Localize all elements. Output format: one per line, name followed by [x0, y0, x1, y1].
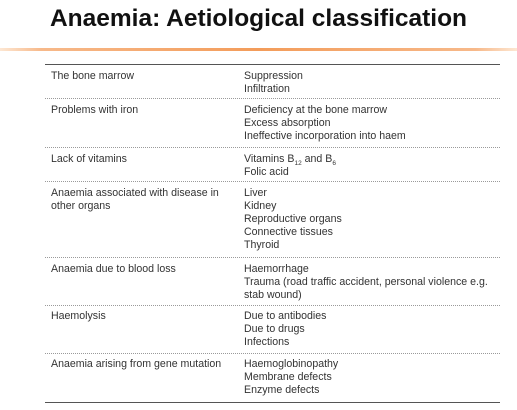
table-row: Lack of vitamins Vitamins B12 and B6 Fol… [45, 148, 500, 182]
cause-text: Infiltration [244, 83, 290, 95]
table-row: Anaemia arising from gene mutation Haemo… [45, 354, 500, 402]
category-text: Lack of vitamins [51, 153, 127, 165]
title-divider [0, 48, 517, 51]
category-text: The bone marrow [51, 70, 135, 82]
table-row: Problems with iron Deficiency at the bon… [45, 99, 500, 148]
table-row: The bone marrow Suppression Infiltration [45, 65, 500, 99]
cause-text: Due to antibodies [244, 310, 327, 322]
category-cell: Anaemia arising from gene mutation [45, 358, 244, 402]
vitamin-subscript: 12 [294, 160, 302, 168]
causes-cell: Liver Kidney Reproductive organs Connect… [244, 187, 500, 257]
causes-cell: Suppression Infiltration [244, 70, 500, 98]
cause-text: Ineffective incorporation into haem [244, 130, 406, 142]
causes-cell: Haemoglobinopathy Membrane defects Enzym… [244, 358, 500, 402]
vitamin-text: and B [301, 153, 333, 165]
cause-text: Excess absorption [244, 117, 331, 129]
cause-text: Folic acid [244, 166, 289, 178]
category-text: Haemolysis [51, 310, 106, 322]
cause-text: Liver [244, 187, 267, 199]
cause-text: Connective tissues [244, 226, 333, 238]
classification-table: The bone marrow Suppression Infiltration… [45, 64, 500, 403]
category-cell: The bone marrow [45, 70, 244, 98]
cause-text: Infections [244, 336, 290, 348]
causes-cell: Deficiency at the bone marrow Excess abs… [244, 104, 500, 147]
category-text: Anaemia associated with disease in [51, 187, 219, 199]
cause-text: Haemoglobinopathy [244, 358, 339, 370]
cause-text: Haemorrhage [244, 263, 309, 275]
cause-text: Suppression [244, 70, 303, 82]
cause-text: Due to drugs [244, 323, 305, 335]
causes-cell: Haemorrhage Trauma (road traffic acciden… [244, 263, 500, 305]
cause-text-vitamins: Vitamins B12 and B6 [244, 153, 500, 168]
cause-text: stab wound) [244, 289, 302, 301]
category-text: Problems with iron [51, 104, 139, 116]
category-text: Anaemia due to blood loss [51, 263, 176, 275]
cause-text: Kidney [244, 200, 277, 212]
category-cell: Lack of vitamins [45, 153, 244, 181]
cause-text: Deficiency at the bone marrow [244, 104, 388, 116]
cause-text: Thyroid [244, 239, 280, 251]
table-row: Anaemia associated with disease in other… [45, 182, 500, 258]
category-cell: Anaemia associated with disease in other… [45, 187, 244, 257]
category-text: Anaemia arising from gene mutation [51, 358, 222, 370]
category-cell: Haemolysis [45, 310, 244, 353]
cause-text: Enzyme defects [244, 384, 320, 396]
table-row: Anaemia due to blood loss Haemorrhage Tr… [45, 258, 500, 306]
page-title: Anaemia: Aetiological classification [49, 5, 468, 32]
category-cell: Problems with iron [45, 104, 244, 147]
vitamin-text: Vitamins B [244, 153, 295, 165]
vitamin-subscript: 6 [332, 160, 336, 168]
category-text: other organs [51, 200, 111, 212]
causes-cell: Due to antibodies Due to drugs Infection… [244, 310, 500, 353]
cause-text: Trauma (road traffic accident, personal … [244, 276, 488, 288]
category-cell: Anaemia due to blood loss [45, 263, 244, 305]
cause-text: Reproductive organs [244, 213, 342, 225]
causes-cell: Vitamins B12 and B6 Folic acid [244, 153, 500, 181]
table-row: Haemolysis Due to antibodies Due to drug… [45, 306, 500, 354]
cause-text: Membrane defects [244, 371, 332, 383]
